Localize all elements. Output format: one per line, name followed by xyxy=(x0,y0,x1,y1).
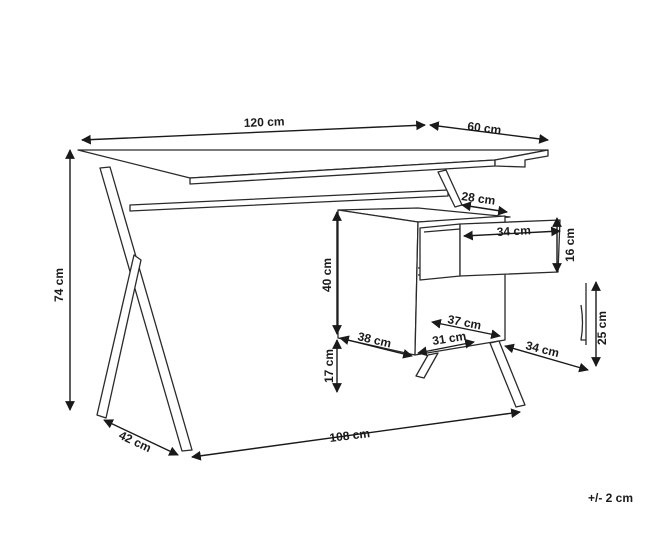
cabinet-leg-right xyxy=(489,340,526,408)
label-drawer-depth-top: 28 cm xyxy=(461,189,497,208)
label-drawer-width: 34 cm xyxy=(496,223,531,239)
dim-line-top-depth xyxy=(429,121,549,144)
label-drawer-front-height: 25 cm xyxy=(595,311,609,345)
desk-top-right-edge xyxy=(494,149,549,168)
dimension-labels: 120 cm 60 cm 74 cm 28 cm 34 cm 16 cm 40 … xyxy=(52,114,609,455)
drawer-front-profile xyxy=(580,283,587,345)
label-total-height: 74 cm xyxy=(52,268,66,302)
cabinet-leg-left xyxy=(415,352,439,379)
label-top-depth: 60 cm xyxy=(467,119,502,137)
dim-line-drawer-front-width xyxy=(504,343,589,373)
dimension-lines xyxy=(65,120,601,461)
tolerance-note: +/- 2 cm xyxy=(588,491,633,505)
label-cabinet-inner-width: 37 cm xyxy=(446,312,482,332)
dim-line-drawer-depth-top xyxy=(461,201,508,216)
drawer-inner-edge xyxy=(423,228,461,233)
dim-line-base-width xyxy=(191,408,521,461)
dim-line-drawer-width xyxy=(463,226,561,241)
label-base-width: 108 cm xyxy=(329,426,371,445)
dim-line-cabinet-depth xyxy=(339,335,413,359)
label-leg-height: 17 cm xyxy=(322,349,336,383)
desk-drawing xyxy=(77,149,587,452)
dim-line-base-depth xyxy=(103,419,179,456)
label-cabinet-bottom-width: 31 cm xyxy=(431,329,467,348)
label-top-width: 120 cm xyxy=(244,114,285,130)
dim-line-top-width xyxy=(81,120,426,145)
crossbar xyxy=(129,189,449,212)
label-base-depth: 42 cm xyxy=(117,428,154,455)
dim-line-cabinet-bottom-width xyxy=(417,338,475,357)
dim-line-cabinet-inner-width xyxy=(431,318,501,340)
label-cabinet-height: 40 cm xyxy=(320,258,334,292)
left-back-leg xyxy=(437,169,463,208)
label-drawer-height: 16 cm xyxy=(563,228,577,262)
left-leg-diagonal-b xyxy=(96,254,142,419)
